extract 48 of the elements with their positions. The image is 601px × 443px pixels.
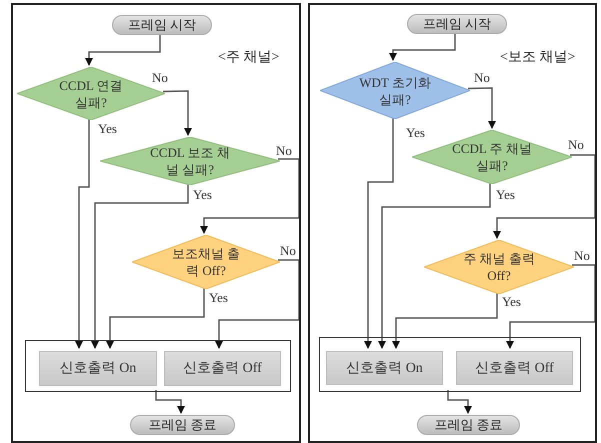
flow-arrow <box>75 118 90 349</box>
process-box: 신호출력 Off <box>456 351 573 385</box>
process-box: 신호출력 On <box>326 351 443 385</box>
panel-title: <보조 채널> <box>500 49 576 67</box>
decision-text: CCDL 주 채널 실패? <box>452 140 532 174</box>
edge-label: No <box>276 143 292 158</box>
flow-arrow <box>200 158 300 234</box>
edge-label: No <box>574 248 590 263</box>
edge-label: Yes <box>209 290 228 305</box>
flow-arrow <box>378 182 491 349</box>
edge-label: No <box>280 243 296 258</box>
flow-arrow <box>155 390 185 414</box>
flow-arrow <box>447 390 472 414</box>
edge-label: Yes <box>496 187 515 202</box>
decision-text: CCDL 연결실패? <box>58 76 124 110</box>
panel-frame <box>308 3 597 443</box>
edge-label: Yes <box>502 294 521 309</box>
flow-arrow <box>91 183 189 349</box>
flow-arrow <box>493 154 596 239</box>
decision-text: 보조채널 출력 Off? <box>170 245 242 279</box>
decision-text: CCDL 보조 채널 실패? <box>149 144 231 178</box>
group-frame <box>319 337 581 392</box>
flow-arrow <box>364 117 394 349</box>
flow-arrow <box>215 259 300 349</box>
flow-arrow <box>106 287 205 349</box>
process-box: 신호출력 Off <box>164 351 281 386</box>
flow-arrow <box>389 32 456 61</box>
edge-label: No <box>152 70 168 85</box>
flow-arrow <box>85 33 161 66</box>
flow-arrow <box>468 87 496 129</box>
terminator-pill: 프레임 종료 <box>130 415 235 435</box>
flow-arrow <box>506 264 596 349</box>
edge-label: Yes <box>98 121 117 136</box>
terminator-pill: 프레임 종료 <box>417 415 520 435</box>
panel-frame <box>11 3 301 443</box>
edge-label: No <box>474 70 490 85</box>
flow-arrow <box>162 90 192 136</box>
terminator-pill: 프레임 시작 <box>407 14 507 34</box>
process-box: 신호출력 On <box>39 351 157 386</box>
group-frame <box>25 340 291 392</box>
terminator-pill: 프레임 시작 <box>112 15 212 35</box>
edge-label: Yes <box>193 187 212 202</box>
panel-title: <주 채널> <box>218 49 280 67</box>
decision-text: WDT 초기화 실패? <box>358 74 432 108</box>
edge-label: No <box>568 137 584 152</box>
decision-text: 주 채널 출력 Off? <box>462 250 536 284</box>
edge-label: Yes <box>406 125 425 140</box>
flow-arrow <box>392 292 498 349</box>
